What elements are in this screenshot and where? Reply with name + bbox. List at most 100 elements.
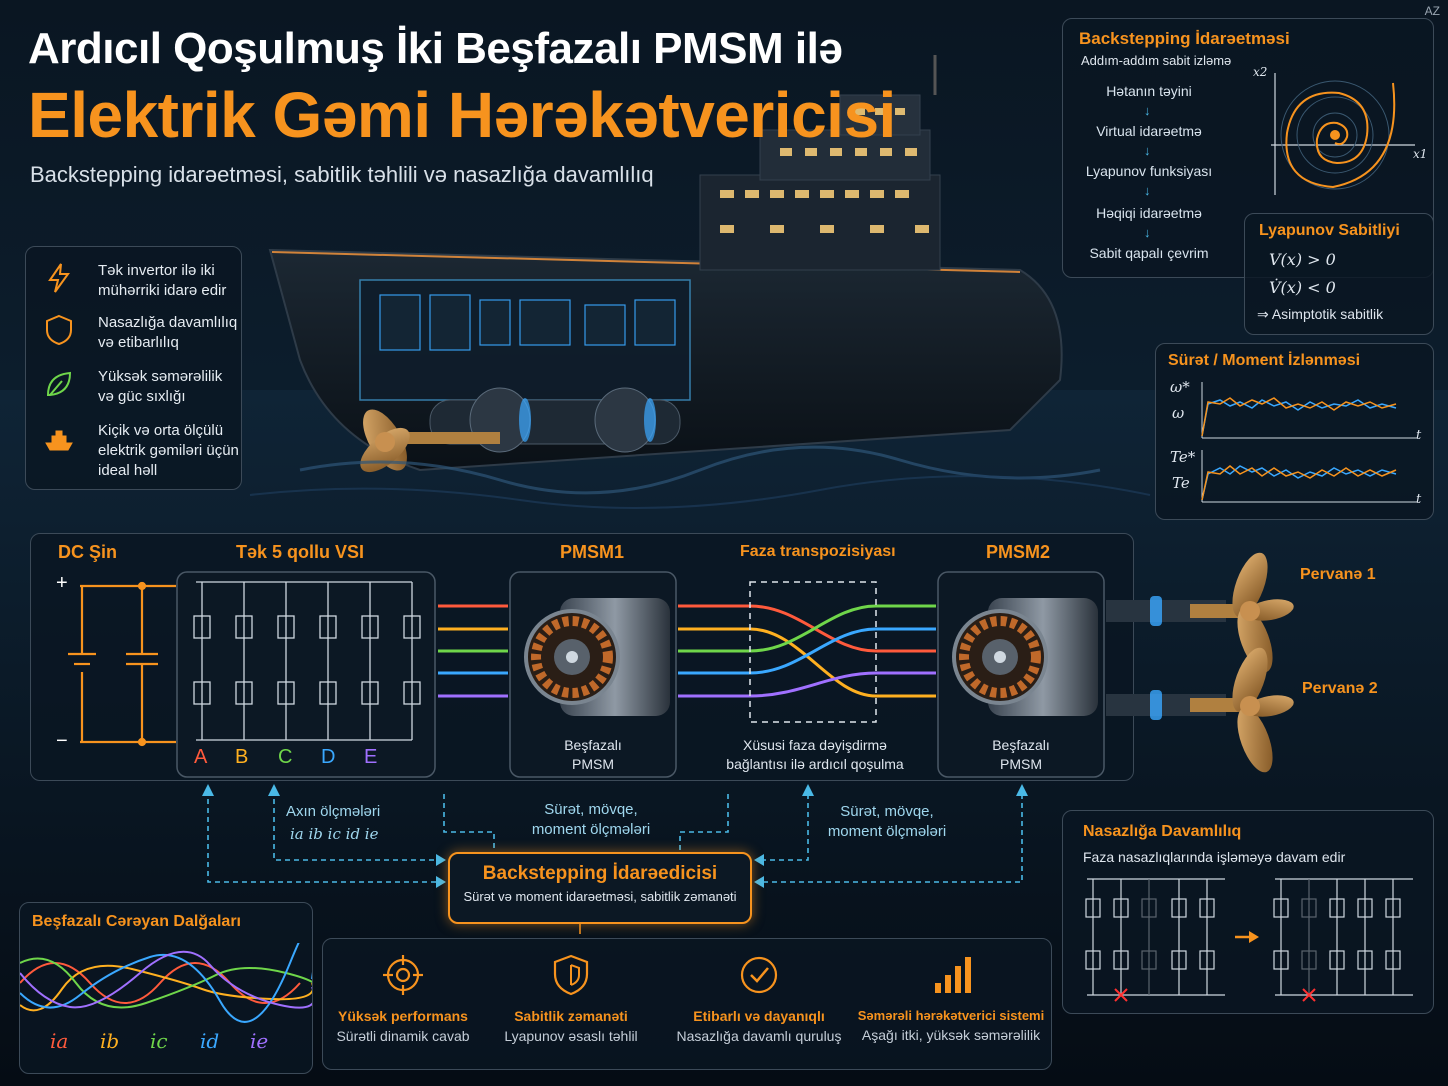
feature-label: Yüksək səmərəlilik və güc sıxlığı (98, 368, 223, 405)
speed-measurements-1: Sürət, mövqe, moment ölçmələri (531, 801, 651, 838)
check-circle-icon (740, 956, 778, 994)
fault-inverter-diagram (1085, 878, 1413, 1002)
omega-label: ω (1172, 404, 1185, 422)
flow-step: Virtual idarəetmə (1096, 123, 1202, 139)
pmsm2-label: Beşfazalı PMSM (992, 737, 1050, 772)
pmsm2-title: PMSM2 (986, 542, 1051, 562)
controller-subtitle: Sürət və moment idarəetməsi, sabitlik zə… (463, 889, 737, 904)
flow-step: Həqiqi idarəetmə (1096, 205, 1202, 221)
propeller2-label: Pervanə 2 (1302, 680, 1378, 697)
flow-arrow-icon: ↓ (1144, 225, 1151, 240)
shield-check-icon (553, 954, 589, 996)
fault-panel-subtitle: Faza nasazlıqlarında işləməyə davam edir (1083, 849, 1346, 865)
pmsm2-motor-icon (952, 598, 1098, 716)
transposition-title: Faza transpozisiyası (740, 543, 896, 560)
torque-ref-label: Te* (1170, 448, 1196, 466)
ship-icon (45, 430, 73, 451)
features-panel: Tək invertor ilə iki mühərriki idarə edi… (25, 246, 242, 490)
current-measurements-title: Axın ölçmələri (286, 803, 381, 820)
lyapunov-panel-title: Lyapunov Sabitliyi (1259, 222, 1400, 239)
target-icon (383, 955, 423, 995)
bottom-feature: Etibarlı və dayanıqlı Nasazlığa davamlı … (659, 953, 859, 1044)
speed-measurements-2: Sürət, mövqe, moment ölçmələri (827, 803, 947, 840)
phase-label-e: E (364, 746, 378, 768)
feature-item: Nasazlığa davamlılıq və etibarlılıq (42, 313, 241, 353)
dc-plus-label: + (56, 572, 68, 594)
vsi-title: Tək 5 qollu VSI (236, 542, 365, 562)
bar-chart-icon (935, 957, 971, 993)
lyapunov-panel: Lyapunov Sabitliyi V(x) > 0 V̇(x) < 0 ⇒ … (1244, 213, 1434, 335)
phase-label-c: C (278, 746, 293, 768)
flow-step: Sabit qapalı çevrim (1089, 245, 1209, 261)
current-waves-title: Beşfazalı Cərəyan Dalğaları (32, 913, 241, 930)
omega-ref-label: ω* (1170, 378, 1190, 396)
language-tag: AZ (1424, 4, 1440, 18)
bottom-feature-title: Səmərəli hərəkətverici sistemi (857, 1008, 1045, 1023)
pmsm1-motor-icon (524, 598, 670, 716)
pmsm1-title: PMSM1 (560, 542, 625, 562)
feature-item: Kiçik və orta ölçülü elektrik gəmiləri ü… (42, 421, 248, 481)
torque-label: Te (1172, 474, 1190, 492)
title-line1: Ardıcıl Qoşulmuş İki Beşfazalı PMSM ilə (28, 24, 843, 73)
bottom-feature-subtitle: Aşağı itki, yüksək səmərəlilik (861, 1027, 1041, 1043)
bottom-feature: Yüksək performans Sürətli dinamik cavab (303, 953, 503, 1044)
fault-panel-title: Nasazlığa Davamlılıq (1083, 823, 1242, 840)
wave-label-ic: ic (150, 1029, 168, 1053)
bottom-feature-subtitle: Sürətli dinamik cavab (336, 1028, 470, 1044)
flow-step: Hətanın təyini (1106, 83, 1192, 99)
phase-label-d: D (321, 746, 336, 768)
wave-label-ib: ib (100, 1029, 120, 1053)
bottom-feature-title: Yüksək performans (338, 1008, 468, 1024)
lyapunov-result: ⇒ Asimptotik sabitlik (1257, 306, 1384, 322)
axis-x-label: x1 (1413, 147, 1428, 161)
fault-tolerance-panel: Nasazlığa Davamlılıq Faza nasazlıqlarınd… (1062, 810, 1434, 1014)
tracking-plot (1201, 382, 1418, 503)
phase-label-a: A (194, 746, 208, 768)
propeller1-label: Pervanə 1 (1300, 566, 1376, 583)
flow-arrow-icon: ↓ (1144, 103, 1151, 118)
bottom-feature: Səmərəli hərəkətverici sistemi Aşağı itk… (851, 953, 1051, 1043)
wave-label-id: id (200, 1029, 220, 1053)
bottom-feature-title: Etibarlı və dayanıqlı (693, 1008, 825, 1024)
title-line2: Elektrik Gəmi Hərəkətvericisi (28, 79, 896, 151)
ship-illustration (249, 55, 1151, 509)
tracking-panel: Sürət / Moment İzlənməsi ω* ω Te* Te t t (1155, 343, 1434, 520)
feature-item: Tək invertor ilə iki mühərriki idarə edi… (42, 261, 241, 301)
feature-label: Nasazlığa davamlılıq və etibarlılıq (98, 314, 238, 351)
phase-label-b: B (235, 746, 249, 768)
controller-title: Backstepping İdarəedicisi (482, 863, 718, 884)
dc-bus-title: DC Şin (58, 542, 118, 562)
controller-box: Backstepping İdarəedicisi Sürət və momen… (448, 852, 752, 924)
tracking-panel-title: Sürət / Moment İzlənməsi (1168, 352, 1361, 369)
flow-step: Lyapunov funksiyası (1085, 163, 1213, 179)
time-label-2: t (1416, 492, 1422, 507)
bottom-features-panel: Yüksək performans Sürətli dinamik cavab … (322, 938, 1052, 1070)
shield-icon (46, 314, 72, 346)
lyapunov-eq1: V(x) > 0 (1269, 250, 1336, 269)
time-label-1: t (1416, 428, 1422, 443)
transposition-label: Xüsusi faza dəyişdirmə bağlantısı ilə ar… (726, 737, 904, 772)
propeller2-icon (1232, 647, 1294, 773)
lyapunov-eq2: V̇(x) < 0 (1269, 278, 1336, 297)
leaf-icon (46, 371, 72, 396)
bottom-feature-subtitle: Nasazlığa davamlı quruluş (676, 1028, 842, 1044)
wave-label-ie: ie (250, 1029, 269, 1053)
bottom-feature-subtitle: Lyapunov əsaslı təhlil (504, 1028, 638, 1044)
backstepping-panel-subtitle: Addım-addım sabit izləmə (1081, 53, 1232, 68)
flow-arrow-icon: ↓ (1144, 183, 1151, 198)
feature-label: Tək invertor ilə iki mühərriki idarə edi… (98, 262, 227, 299)
current-measurements-vars: ia ib ic id ie (290, 825, 379, 843)
pmsm1-label: Beşfazalı PMSM (564, 737, 622, 772)
bottom-feature: Sabitlik zəmanəti Lyapunov əsaslı təhlil (471, 953, 671, 1044)
lightning-icon (48, 263, 70, 293)
bottom-feature-title: Sabitlik zəmanəti (514, 1008, 628, 1024)
current-waves-panel: Beşfazalı Cərəyan Dalğaları ia ib ic id … (19, 902, 313, 1074)
subtitle: Backstepping idarəetməsi, sabitlik təhli… (30, 162, 654, 187)
feature-label: Kiçik və orta ölçülü elektrik gəmiləri ü… (98, 422, 239, 479)
dc-minus-label: − (56, 730, 68, 752)
current-waves-plot (20, 943, 312, 1023)
backstepping-panel-title: Backstepping İdarəetməsi (1079, 29, 1290, 48)
wave-label-ia: ia (50, 1029, 69, 1053)
flow-arrow-icon: ↓ (1144, 143, 1151, 158)
